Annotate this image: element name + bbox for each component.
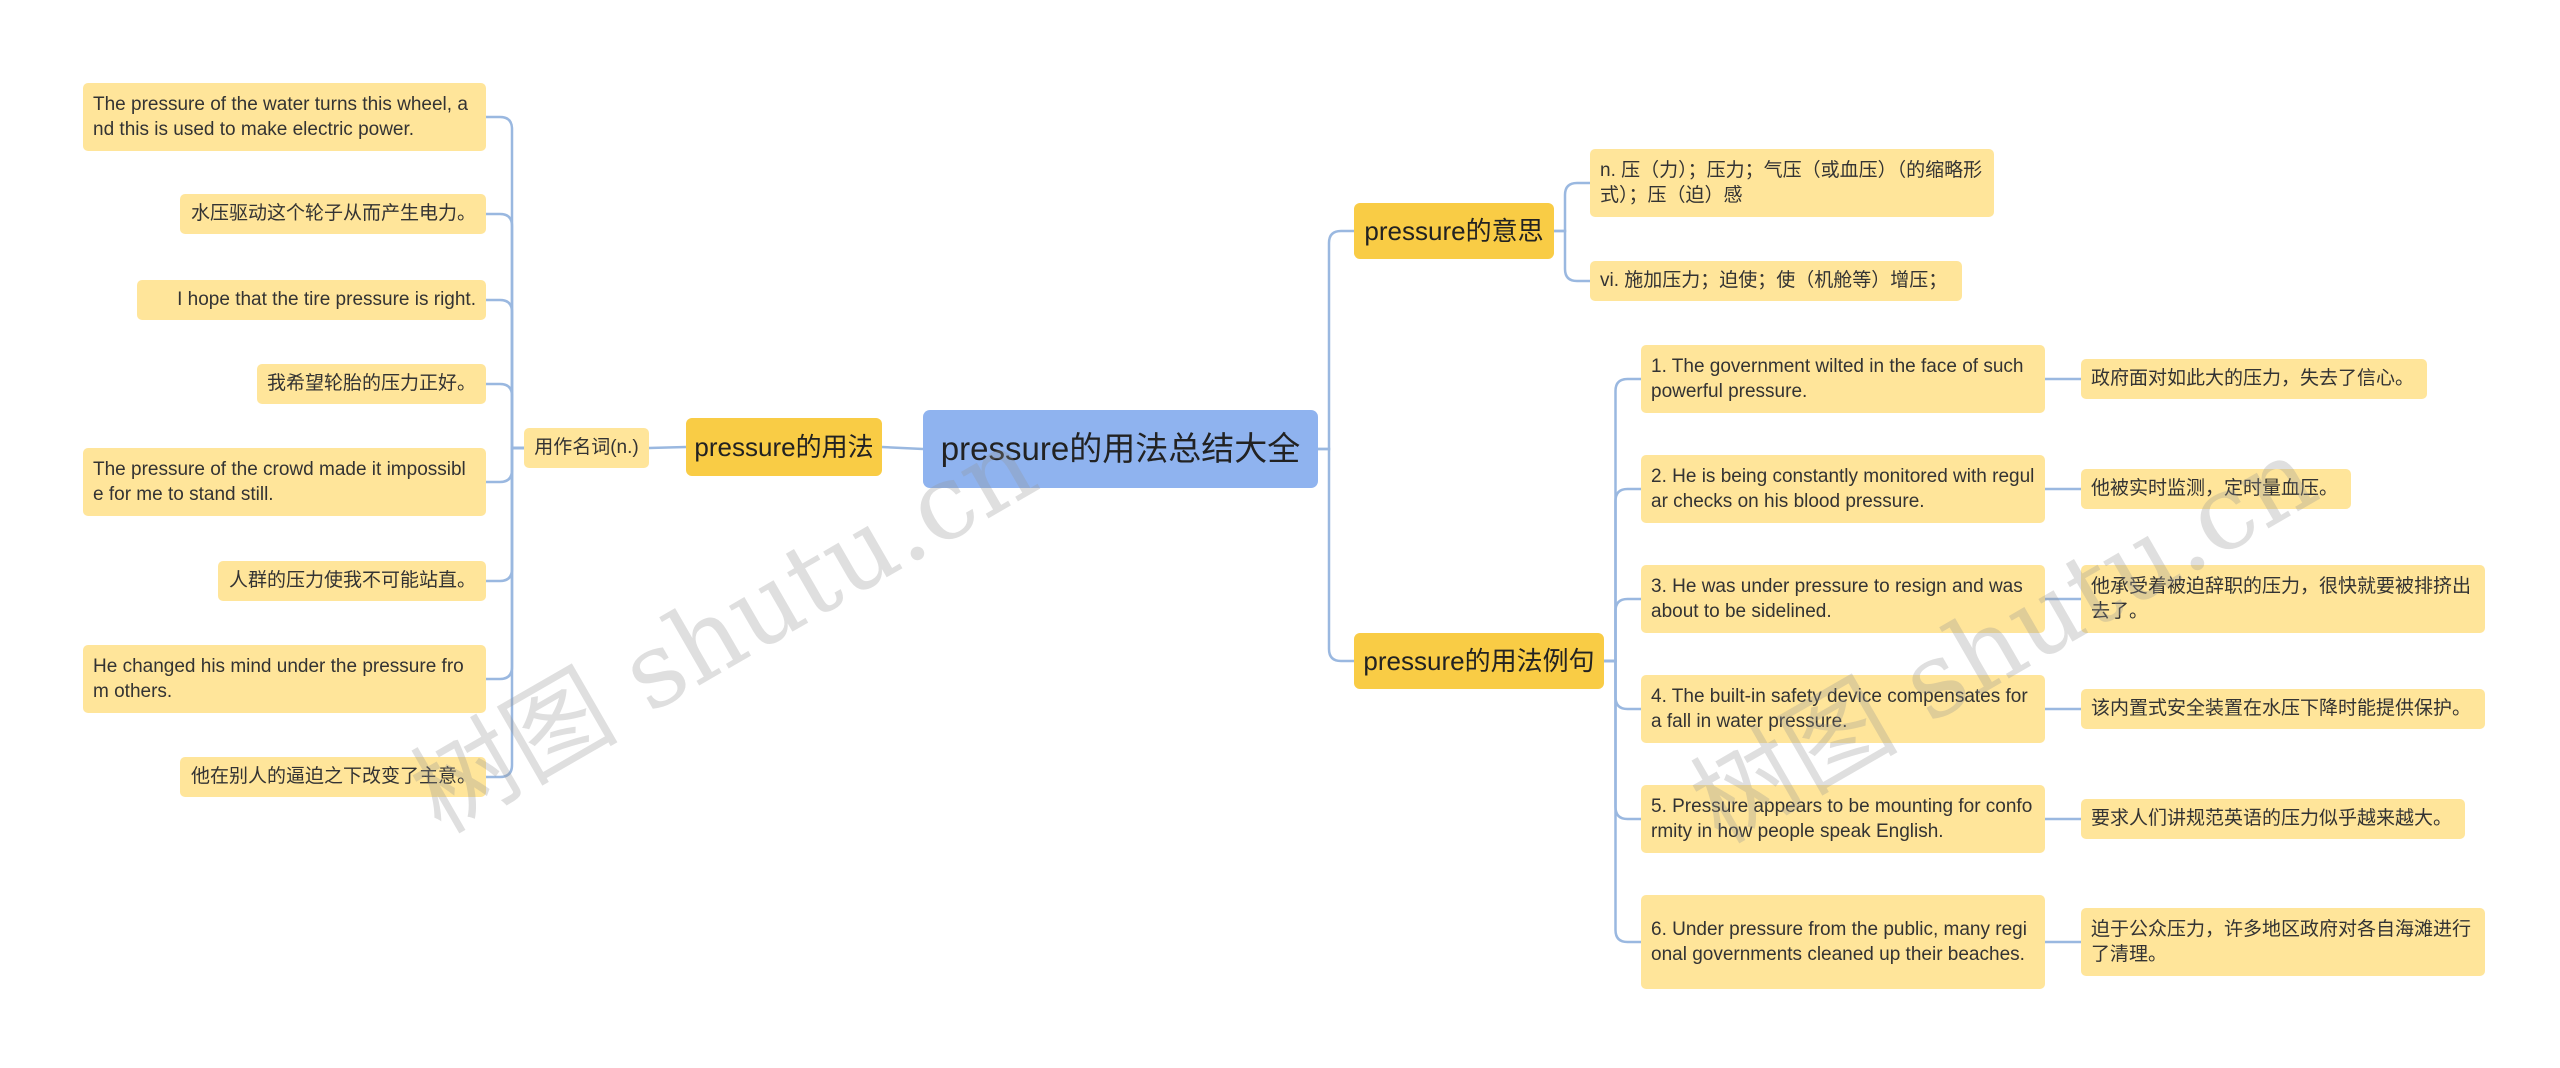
branch-usage[interactable]: pressure的用法	[686, 418, 882, 476]
example-zh-1[interactable]: 政府面对如此大的压力，失去了信心。	[2081, 359, 2427, 399]
link-noun-item-1	[486, 115, 524, 450]
root-topic[interactable]: pressure的用法总结大全	[923, 410, 1318, 488]
usage-item-4[interactable]: 我希望轮胎的压力正好。	[257, 364, 486, 404]
link-examples-item-6	[1604, 659, 1641, 944]
link-examples-item-3	[1604, 597, 1641, 663]
link-examples-item-5	[1604, 659, 1641, 821]
link-noun-item-3	[486, 298, 524, 450]
usage-item-6[interactable]: 人群的压力使我不可能站直。	[218, 561, 486, 601]
link-noun-item-2	[486, 212, 524, 450]
link-root-right-1	[1318, 229, 1354, 451]
link-noun-item-5	[486, 446, 524, 484]
usage-item-5[interactable]: The pressure of the crowd made it imposs…	[83, 448, 486, 516]
link-meaning-item-2	[1554, 229, 1590, 283]
link-noun-item-8	[486, 446, 524, 779]
example-zh-6[interactable]: 迫于公众压力，许多地区政府对各自海滩进行了清理。	[2081, 908, 2485, 976]
sub-topic-noun-usage[interactable]: 用作名词(n.)	[524, 428, 649, 468]
example-en-1[interactable]: 1. The government wilted in the face of …	[1641, 345, 2045, 413]
example-zh-2[interactable]: 他被实时监测，定时量血压。	[2081, 469, 2351, 509]
example-zh-3[interactable]: 他承受着被迫辞职的压力，很快就要被排挤出去了。	[2081, 565, 2485, 633]
usage-item-1[interactable]: The pressure of the water turns this whe…	[83, 83, 486, 151]
link-meaning-item-1	[1554, 181, 1590, 233]
meaning-item-1[interactable]: n. 压（力）；压力；气压（或血压）（的缩略形式）；压（迫）感	[1590, 149, 1994, 217]
branch-meaning[interactable]: pressure的意思	[1354, 203, 1554, 259]
usage-item-8[interactable]: 他在别人的逼迫之下改变了主意。	[180, 757, 486, 797]
meaning-item-2[interactable]: vi. 施加压力；迫使；使（机舱等）增压；	[1590, 261, 1962, 301]
example-zh-5[interactable]: 要求人们讲规范英语的压力似乎越来越大。	[2081, 799, 2465, 839]
link-root-right-2	[1318, 447, 1354, 663]
link-examples-item-4	[1604, 659, 1641, 711]
branch-examples[interactable]: pressure的用法例句	[1354, 633, 1604, 689]
example-en-3[interactable]: 3. He was under pressure to resign and w…	[1641, 565, 2045, 633]
link-usage-noun	[648, 445, 687, 450]
example-en-4[interactable]: 4. The built-in safety device compensate…	[1641, 675, 2045, 743]
link-noun-item-6	[486, 446, 524, 583]
usage-item-2[interactable]: 水压驱动这个轮子从而产生电力。	[180, 194, 486, 234]
link-root-usage	[881, 445, 924, 451]
link-examples-item-2	[1604, 487, 1641, 663]
link-examples-item-1	[1604, 377, 1641, 663]
example-zh-4[interactable]: 该内置式安全装置在水压下降时能提供保护。	[2081, 689, 2485, 729]
example-en-5[interactable]: 5. Pressure appears to be mounting for c…	[1641, 785, 2045, 853]
link-noun-item-4	[486, 382, 524, 450]
usage-item-7[interactable]: He changed his mind under the pressure f…	[83, 645, 486, 713]
example-en-6[interactable]: 6. Under pressure from the public, many …	[1641, 895, 2045, 989]
example-en-2[interactable]: 2. He is being constantly monitored with…	[1641, 455, 2045, 523]
usage-item-3[interactable]: I hope that the tire pressure is right.	[137, 280, 486, 320]
